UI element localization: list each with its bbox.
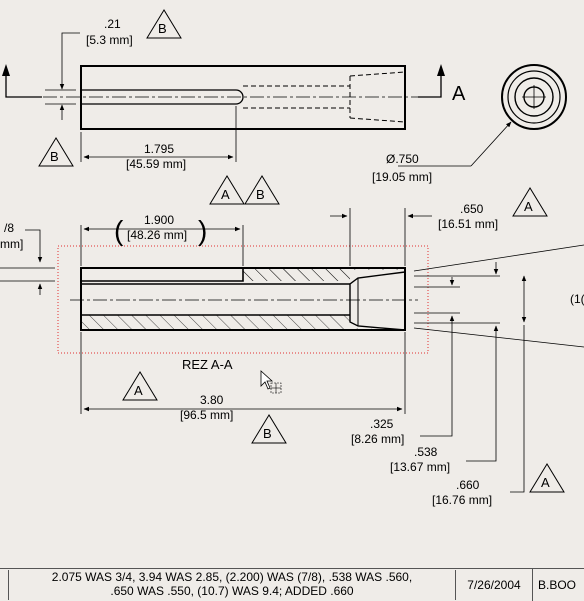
revision-date[interactable]: 7/26/2004 (456, 569, 533, 601)
total-length-dim[interactable]: 3.80 (200, 393, 224, 407)
mouse-cursor-icon (260, 370, 282, 394)
ref-length-dim[interactable]: 1.900 (144, 213, 174, 227)
svg-text:B: B (158, 21, 167, 36)
svg-text:B: B (256, 187, 265, 202)
outer-dia-dim-mm[interactable]: [16.76 mm] (432, 493, 492, 507)
counterbore-depth-dim[interactable]: .650 (460, 202, 484, 216)
svg-text:A: A (541, 475, 550, 490)
bore-dia-dim[interactable]: .325 (370, 417, 394, 431)
slot-length-dim[interactable]: 1.795 (144, 142, 174, 156)
section-line-right (418, 70, 442, 98)
ref-paren-close: ) (198, 215, 207, 246)
left-frac-dim-mm[interactable]: mm] (0, 237, 23, 251)
datum-tag[interactable]: A (512, 187, 548, 217)
counterbore-dia-dim[interactable]: .538 (414, 445, 438, 459)
datum-tags: B B A B A A B A (38, 9, 565, 493)
section-arrow-label: A (452, 83, 466, 105)
svg-text:A: A (221, 187, 230, 202)
hidden-line (349, 71, 406, 77)
revision-notes-line: .650 WAS .550, (10.7) WAS 9.4; ADDED .66… (110, 584, 354, 598)
svg-text:B: B (50, 149, 59, 164)
datum-tag[interactable]: B (251, 414, 287, 444)
section-title: REZ A-A (182, 357, 233, 372)
datum-tag[interactable]: B (244, 175, 280, 205)
selection-box (57, 245, 429, 354)
svg-text:A: A (524, 199, 533, 214)
total-length-dim-mm[interactable]: [96.5 mm] (180, 408, 233, 422)
slot-width-dim-mm[interactable]: [5.3 mm] (86, 33, 133, 47)
top-view-body[interactable] (80, 65, 406, 130)
svg-text:B: B (263, 426, 272, 441)
revision-notes-line: 2.075 WAS 3/4, 3.94 WAS 2.85, (2.200) WA… (51, 570, 413, 584)
slot-width-dim[interactable]: .21 (104, 17, 121, 31)
revision-author[interactable]: B.BOO (538, 578, 577, 592)
datum-tag[interactable]: B (38, 137, 74, 167)
counterbore-depth-dim-mm[interactable]: [16.51 mm] (438, 217, 498, 231)
title-block: 2.075 WAS 3/4, 3.94 WAS 2.85, (2.200) WA… (0, 568, 584, 601)
top-view-slot (81, 89, 244, 105)
left-frac-dim[interactable]: /8 (4, 221, 14, 235)
section-view: /8 mm] ( ) 1.900 [48.26 mm] .650 [16.51 … (0, 202, 584, 507)
datum-tag[interactable]: A (209, 175, 245, 205)
outer-diameter-dim[interactable]: Ø.750 (386, 152, 419, 166)
ref-paren-open: ( (114, 215, 124, 246)
counterbore-dia-dim-mm[interactable]: [13.67 mm] (390, 460, 450, 474)
slot-length-dim-mm[interactable]: [45.59 mm] (126, 157, 186, 171)
outer-dia-dim[interactable]: .660 (456, 478, 480, 492)
revision-notes[interactable]: 2.075 WAS 3/4, 3.94 WAS 2.85, (2.200) WA… (8, 570, 456, 600)
section-wall-bottom (81, 315, 405, 330)
datum-tag[interactable]: A (122, 371, 158, 401)
top-view: A .21 [5.3 mm] 1.795 [45.59 mm] (2, 17, 466, 171)
hidden-line (349, 117, 406, 123)
datum-tag[interactable]: A (529, 463, 565, 493)
cut-off-dim: (1( (570, 292, 584, 306)
end-view[interactable]: Ø.750 [19.05 mm] (372, 64, 567, 184)
svg-text:A: A (134, 383, 143, 398)
outer-diameter-dim-mm[interactable]: [19.05 mm] (372, 170, 432, 184)
datum-tag[interactable]: B (146, 9, 182, 39)
ref-length-dim-mm[interactable]: [48.26 mm] (127, 228, 187, 242)
section-line-left (5, 70, 42, 98)
bore-dia-dim-mm[interactable]: [8.26 mm] (351, 432, 404, 446)
